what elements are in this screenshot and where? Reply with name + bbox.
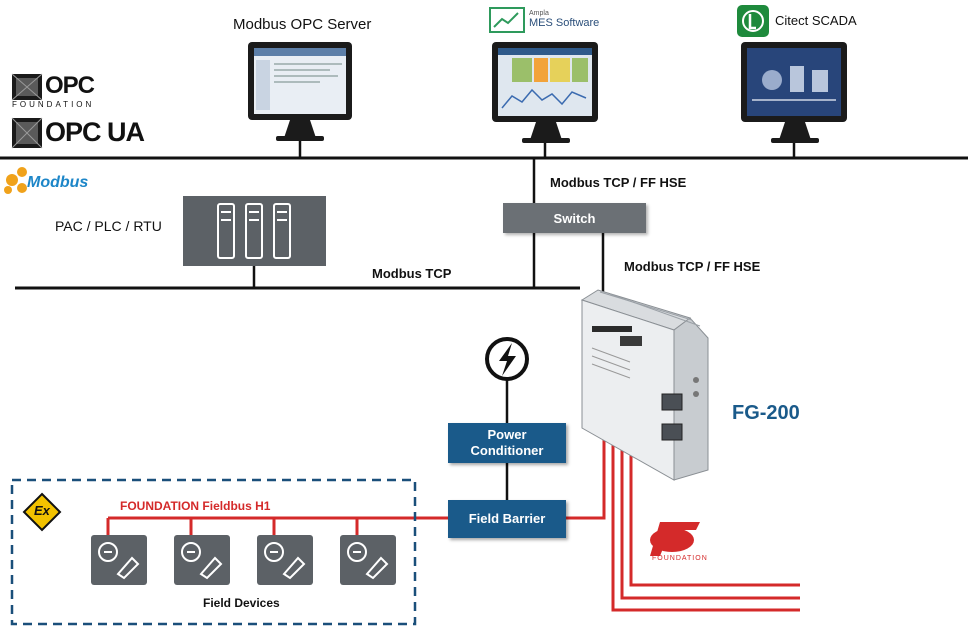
opc-ua-logo bbox=[11, 117, 43, 149]
fieldbus-foundation-logo-icon bbox=[650, 522, 700, 556]
monitor-icon bbox=[492, 42, 598, 143]
plc-rack-icon bbox=[183, 196, 326, 266]
fieldbus-foundation-logo-text: FOUNDATION bbox=[652, 555, 708, 562]
field-device-icon bbox=[340, 535, 396, 585]
mes-logo-icon bbox=[489, 7, 525, 33]
modbus-logo-text: Modbus bbox=[27, 174, 89, 191]
monitor-icon bbox=[248, 42, 352, 141]
fieldbus-wiring bbox=[106, 422, 800, 612]
switch-box: Switch bbox=[503, 203, 646, 233]
mes-brand-label: Ampla bbox=[529, 10, 549, 17]
upper-bus-label: Modbus TCP / FF HSE bbox=[550, 175, 687, 190]
gateway-name-label: FG-200 bbox=[732, 402, 800, 424]
opc-foundation-text: OPC bbox=[45, 72, 95, 99]
power-conditioner-line1: Power bbox=[487, 427, 527, 442]
field-device-icon bbox=[174, 535, 230, 585]
opc-ua-text: OPC UA bbox=[45, 117, 145, 147]
lightning-icon bbox=[485, 337, 529, 381]
gateway-device-icon bbox=[580, 289, 709, 481]
citect-scada-label: Citect SCADA bbox=[775, 13, 857, 28]
mes-software-label: MES Software bbox=[529, 17, 600, 29]
hazardous-area-boundary bbox=[10, 478, 417, 626]
power-conditioner-box: Power Conditioner bbox=[448, 423, 566, 463]
modbus-logo-icon bbox=[4, 167, 27, 194]
field-devices-label: Field Devices bbox=[203, 596, 280, 610]
h1-bus-label: FOUNDATION Fieldbus H1 bbox=[120, 499, 271, 513]
field-device-icon bbox=[257, 535, 313, 585]
hazard-ex-label: Ex bbox=[34, 503, 50, 518]
field-barrier-box: Field Barrier bbox=[448, 500, 566, 538]
plc-label: PAC / PLC / RTU bbox=[55, 218, 162, 234]
field-device-icon bbox=[91, 535, 147, 585]
monitor-icon bbox=[741, 42, 847, 143]
opc-foundation-logo bbox=[11, 73, 43, 101]
hazard-ex-icon bbox=[22, 492, 62, 532]
switch-to-gateway-label: Modbus TCP / FF HSE bbox=[624, 259, 761, 274]
power-conditioner-line2: Conditioner bbox=[470, 443, 544, 458]
opc-server-label: Modbus OPC Server bbox=[233, 16, 372, 33]
plc-bus-label: Modbus TCP bbox=[372, 266, 452, 281]
opc-foundation-subtext: FOUNDATION bbox=[12, 100, 95, 109]
citect-logo-icon bbox=[737, 5, 769, 37]
